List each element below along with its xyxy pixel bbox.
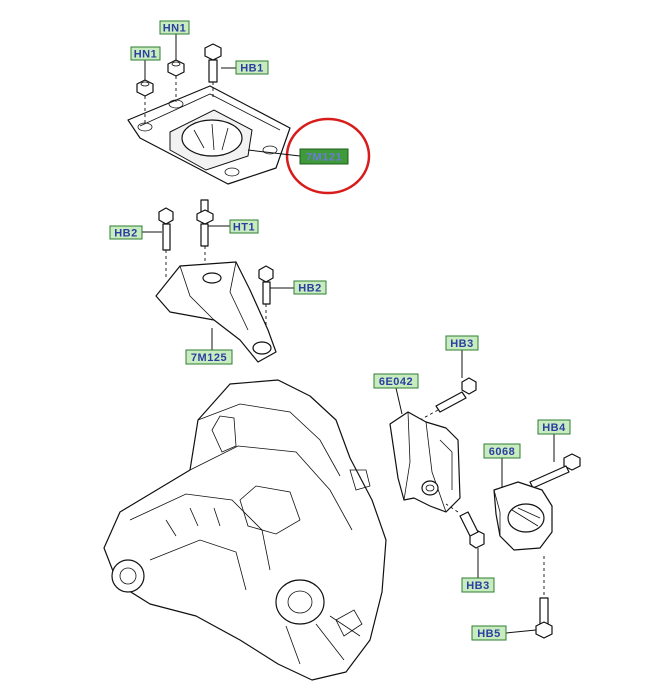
- bolt-hb2-left: [158, 207, 174, 278]
- bolt-hb1: [204, 43, 222, 100]
- callout-6068[interactable]: 6068: [483, 443, 521, 459]
- bolt-hb3-top: [419, 377, 477, 421]
- callout-hb3-bottom[interactable]: HB3: [461, 577, 495, 593]
- callout-hb4[interactable]: HB4: [537, 419, 571, 435]
- callout-hn1-top[interactable]: HN1: [159, 20, 190, 35]
- mount-bracket-7m121: [127, 85, 291, 185]
- callout-6e042[interactable]: 6E042: [373, 373, 419, 389]
- svg-text:HT1: HT1: [233, 222, 255, 234]
- callout-hn1-left[interactable]: HN1: [130, 46, 161, 61]
- torque-rod-mount-6068: [493, 481, 553, 596]
- svg-text:HB2: HB2: [298, 283, 322, 295]
- svg-text:6068: 6068: [489, 446, 515, 458]
- mount-bracket-6e042: [389, 411, 461, 513]
- callout-hb5[interactable]: HB5: [471, 625, 507, 641]
- callout-ht1[interactable]: HT1: [229, 219, 259, 234]
- svg-text:HN1: HN1: [134, 49, 158, 61]
- mount-bracket-7m125: [155, 261, 277, 363]
- svg-text:6E042: 6E042: [379, 376, 413, 388]
- highlight-circle: [285, 117, 371, 195]
- callout-hb2-left[interactable]: HB2: [109, 225, 143, 240]
- svg-text:HB3: HB3: [466, 580, 490, 592]
- svg-text:HB2: HB2: [114, 228, 138, 240]
- svg-text:HB4: HB4: [542, 422, 566, 434]
- nut-hn1-top: [167, 59, 185, 102]
- bolt-hb3-bottom: [445, 503, 485, 549]
- callout-hb3-top[interactable]: HB3: [445, 335, 479, 351]
- callout-hb1[interactable]: HB1: [235, 60, 269, 75]
- stud-ht1: [196, 199, 214, 268]
- svg-text:HB1: HB1: [240, 63, 264, 75]
- svg-text:HB3: HB3: [450, 338, 474, 350]
- callout-hb2-right[interactable]: HB2: [293, 280, 327, 295]
- bolt-hb2-right: [258, 265, 274, 330]
- svg-text:7M121: 7M121: [306, 152, 342, 164]
- transmission-housing: [103, 379, 387, 681]
- svg-text:HN1: HN1: [163, 23, 187, 35]
- leader-lines: [140, 34, 555, 634]
- callout-7m125[interactable]: 7M125: [185, 349, 233, 365]
- svg-text:HB5: HB5: [477, 628, 501, 640]
- callout-7m121[interactable]: 7M121: [299, 148, 349, 165]
- bolt-hb5: [535, 597, 553, 639]
- svg-text:7M125: 7M125: [191, 352, 227, 364]
